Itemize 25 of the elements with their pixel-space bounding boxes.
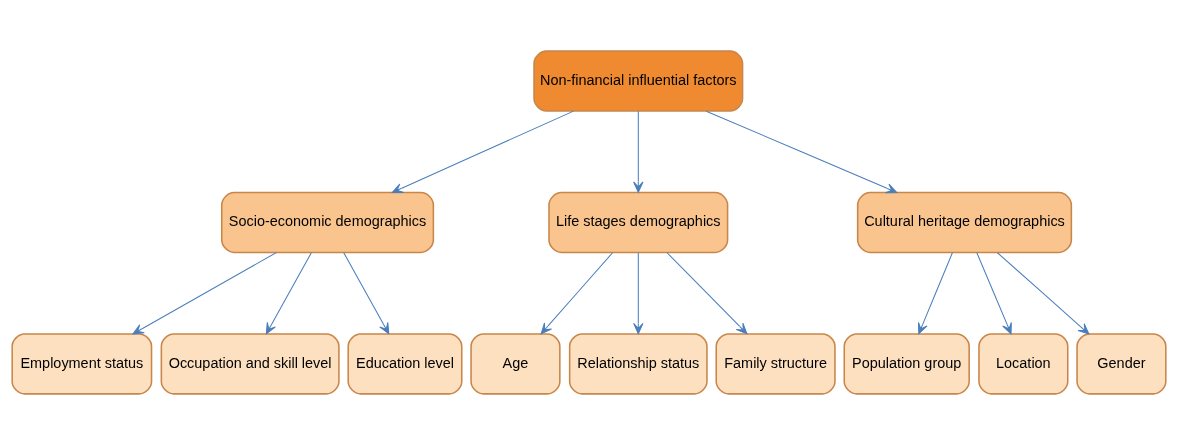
node-box: Location — [978, 332, 1069, 395]
arrow — [917, 251, 953, 334]
node-box: Gender — [1076, 332, 1167, 395]
arrow — [540, 251, 614, 334]
node-box: Family structure — [715, 332, 836, 395]
node-box: Relationship status — [568, 332, 708, 395]
node-box: Education level — [347, 332, 463, 395]
node-box: Cultural heritage demographics — [856, 191, 1073, 253]
node-box: Employment status — [11, 332, 153, 395]
arrow — [265, 251, 312, 334]
node-box: Age — [470, 332, 561, 395]
arrow — [633, 251, 644, 334]
arrow — [996, 251, 1090, 334]
node-box: Socio-economic demographics — [220, 191, 435, 253]
arrow — [343, 251, 390, 334]
node-box: Non-financial influential factors — [533, 49, 744, 112]
node-box: Population group — [843, 332, 970, 395]
arrow — [633, 110, 644, 193]
node-box: Occupation and skill level — [160, 332, 340, 395]
arrow — [705, 110, 898, 193]
node-box: Life stages demographics — [548, 191, 729, 253]
arrow — [666, 251, 748, 334]
arrow — [132, 251, 277, 334]
arrow — [391, 110, 575, 193]
arrow — [976, 251, 1012, 334]
